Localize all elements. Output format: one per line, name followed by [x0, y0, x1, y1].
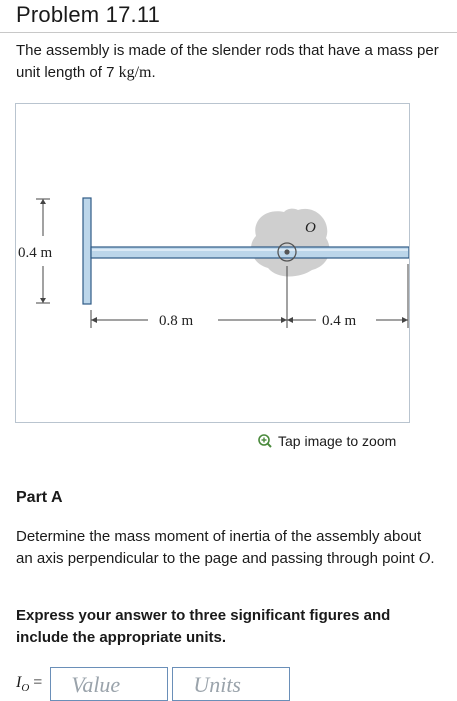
answer-row: IO = Value Units	[16, 667, 294, 701]
tap-to-zoom-link[interactable]: Tap image to zoom	[258, 433, 396, 449]
assembly-figure[interactable]: O 0.4 m 0.8 m 0.4 m	[15, 103, 410, 423]
dim-arrow-right	[402, 317, 408, 323]
pin-center	[284, 249, 290, 255]
part-a-heading: Part A	[16, 489, 63, 506]
part-a-question: Determine the mass moment of inertia of …	[16, 526, 441, 570]
statement-end: .	[151, 64, 156, 81]
zoom-in-icon	[258, 434, 272, 448]
height-dimension-label: 0.4 m	[18, 245, 53, 261]
right-length-label: 0.4 m	[322, 313, 357, 329]
left-length-label: 0.8 m	[159, 313, 194, 329]
zoom-label: Tap image to zoom	[278, 433, 397, 449]
units-placeholder: Units	[193, 672, 241, 697]
vertical-rod	[82, 197, 92, 305]
statement-text: The assembly is made of the slender rods…	[16, 42, 439, 81]
value-placeholder: Value	[71, 672, 121, 697]
answer-subscript: O	[21, 682, 30, 695]
answer-label: IO =	[16, 674, 42, 694]
question-end: .	[430, 550, 435, 567]
dim-arrow-center-right	[287, 317, 293, 323]
point-o-label: O	[305, 220, 316, 236]
pin-outer	[277, 242, 297, 262]
answer-symbol: I	[16, 673, 22, 691]
problem-statement: The assembly is made of the slender rods…	[16, 40, 441, 84]
problem-title: Problem 17.11	[16, 2, 161, 27]
question-point: O	[418, 550, 431, 567]
height-arrow-down	[40, 298, 46, 303]
horizontal-rod	[90, 246, 409, 259]
units-input[interactable]: Units	[172, 667, 291, 701]
answer-equals: =	[33, 673, 43, 691]
header-divider	[0, 32, 457, 33]
statement-unit: kg/m	[118, 64, 152, 81]
height-arrow-up	[40, 199, 46, 204]
assembly-diagram: O 0.4 m 0.8 m 0.4 m	[18, 197, 409, 329]
answer-instruction: Express your answer to three significant…	[16, 607, 391, 646]
dim-arrow-center-left	[281, 317, 287, 323]
dim-arrow-left	[91, 317, 97, 323]
question-text: Determine the mass moment of inertia of …	[16, 528, 422, 567]
value-input[interactable]: Value	[50, 667, 169, 701]
pin-support-blob	[251, 208, 330, 277]
